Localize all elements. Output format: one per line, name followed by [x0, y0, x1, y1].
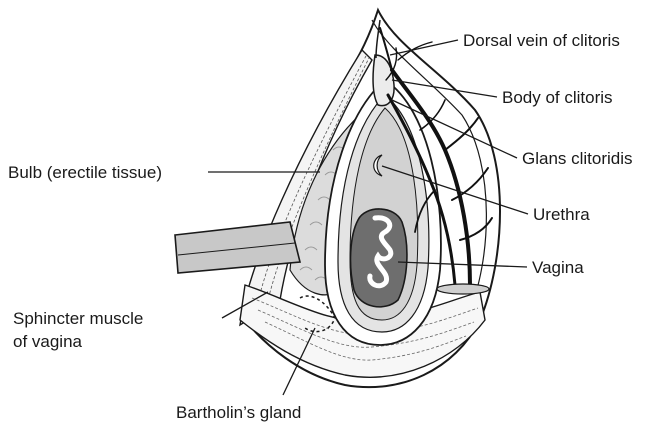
label-body-clitoris: Body of clitoris: [502, 88, 613, 107]
vagina-opening: [351, 209, 407, 307]
label-sphincter-line2: of vagina: [13, 332, 83, 351]
label-bulb: Bulb (erectile tissue): [8, 163, 162, 182]
label-vagina: Vagina: [532, 258, 584, 277]
label-bartholin: Bartholin’s gland: [176, 403, 301, 422]
label-urethra: Urethra: [533, 205, 590, 224]
label-sphincter-line1: Sphincter muscle: [13, 309, 143, 328]
label-dorsal-vein: Dorsal vein of clitoris: [463, 31, 620, 50]
cut-section: [437, 284, 489, 294]
label-glans: Glans clitoridis: [522, 149, 633, 168]
